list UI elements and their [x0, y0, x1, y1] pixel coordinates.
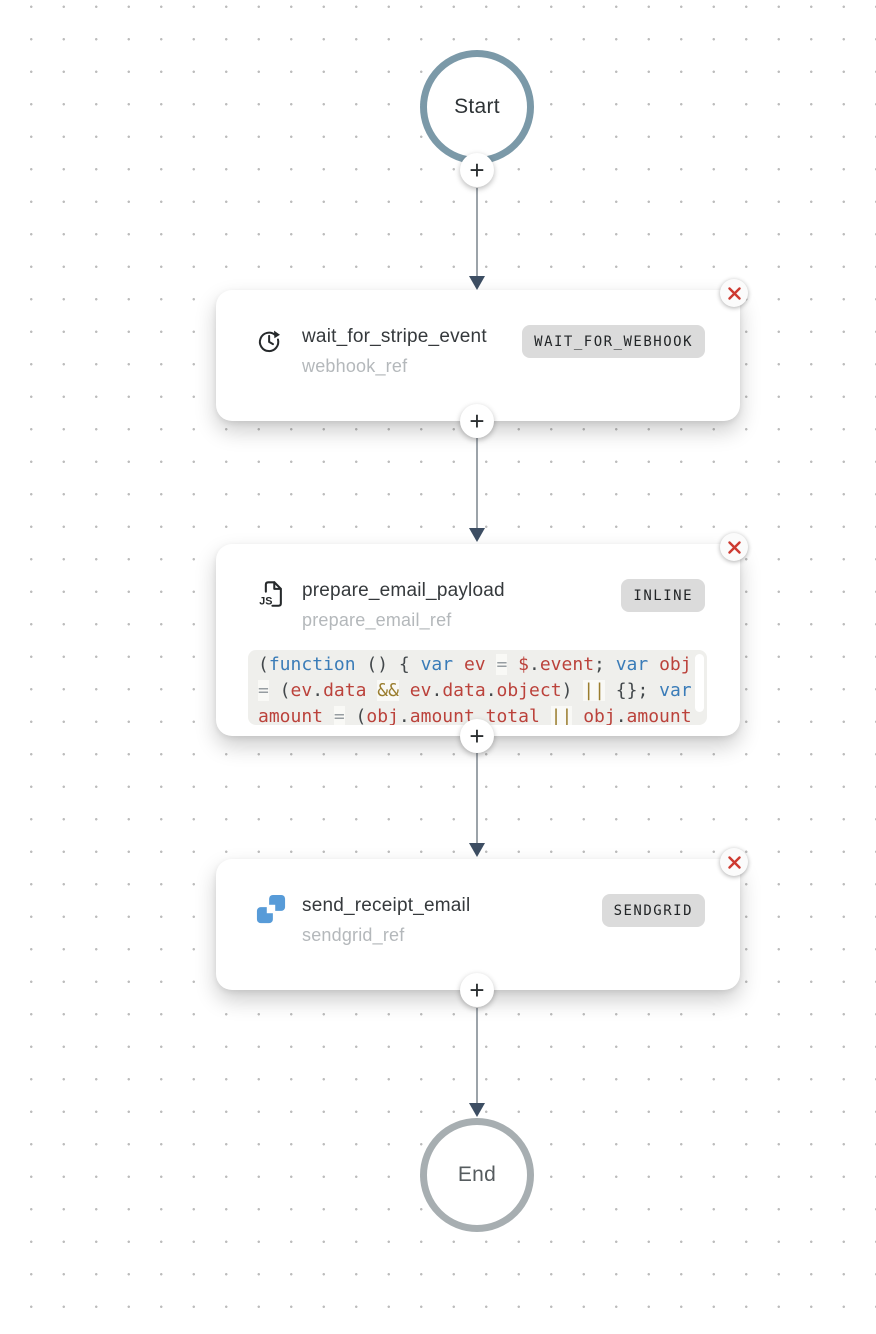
connector-line-1: [476, 188, 478, 276]
connector-arrowhead-4: [469, 1103, 485, 1117]
add-task-button-2[interactable]: +: [460, 404, 494, 438]
code-line: amount = (obj.amount_total || obj.amount: [258, 706, 692, 725]
delete-task-button-3[interactable]: [720, 848, 748, 876]
close-icon: [727, 855, 741, 869]
task-reference: sendgrid_ref: [302, 925, 405, 945]
connector-line-2: [476, 438, 478, 528]
js-file-icon: JS: [256, 579, 286, 609]
task-card-prepare-email-payload[interactable]: JS prepare_email_payload prepare_email_r…: [216, 533, 748, 736]
code-scrollbar-thumb[interactable]: [695, 654, 704, 712]
close-icon: [727, 286, 741, 300]
task-type-badge: WAIT_FOR_WEBHOOK: [522, 325, 705, 358]
connector-line-4: [476, 1008, 478, 1103]
connector-arrowhead-2: [469, 528, 485, 542]
close-icon: [727, 540, 741, 554]
start-node[interactable]: Start: [420, 50, 534, 164]
task-name: wait_for_stripe_event: [302, 326, 487, 347]
inline-script-preview: (function () { var ev = $.event; var obj…: [248, 650, 707, 725]
task-reference: prepare_email_ref: [302, 610, 452, 630]
sendgrid-icon: [256, 894, 286, 924]
task-reference: webhook_ref: [302, 356, 408, 376]
add-task-button-1[interactable]: +: [460, 153, 494, 187]
task-type-badge: SENDGRID: [601, 894, 705, 927]
add-task-button-4[interactable]: +: [460, 973, 494, 1007]
task-card-wait-for-stripe-event[interactable]: wait_for_stripe_event webhook_ref WAIT_F…: [216, 279, 748, 421]
task-name: send_receipt_email: [302, 895, 471, 916]
wait-clock-icon: [256, 327, 284, 355]
code-line: (function () { var ev = $.event; var obj: [258, 654, 692, 675]
add-task-button-3[interactable]: +: [460, 719, 494, 753]
connector-line-3: [476, 753, 478, 843]
start-node-label: Start: [454, 95, 500, 118]
connector-arrowhead-3: [469, 843, 485, 857]
end-node[interactable]: End: [420, 1118, 534, 1232]
code-line: = (ev.data && ev.data.object) || {}; var: [258, 680, 692, 701]
task-name: prepare_email_payload: [302, 580, 505, 601]
task-type-badge: INLINE: [621, 579, 705, 612]
delete-task-button-2[interactable]: [720, 533, 748, 561]
delete-task-button-1[interactable]: [720, 279, 748, 307]
svg-text:JS: JS: [259, 595, 272, 607]
task-card-send-receipt-email[interactable]: send_receipt_email sendgrid_ref SENDGRID: [216, 848, 748, 990]
end-node-label: End: [457, 1163, 497, 1186]
connector-arrowhead-1: [469, 276, 485, 290]
